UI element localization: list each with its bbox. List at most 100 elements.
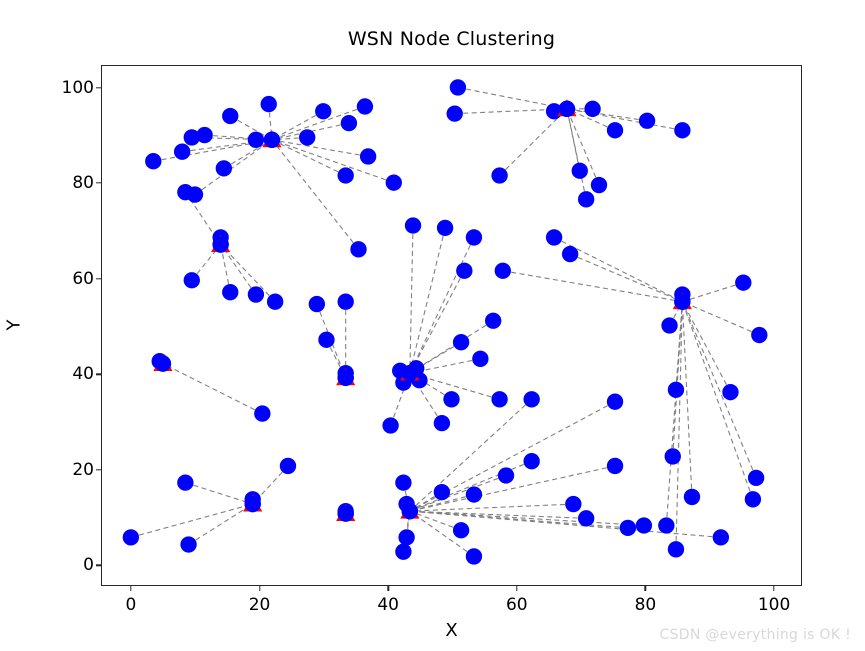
y-tick-label: 80 bbox=[72, 173, 94, 194]
sensor-node bbox=[747, 469, 765, 487]
cluster-link-line bbox=[271, 122, 350, 141]
cluster-link-line bbox=[162, 363, 263, 415]
sensor-node bbox=[465, 486, 483, 503]
x-tick-label: 40 bbox=[377, 595, 400, 615]
sensor-node bbox=[183, 272, 200, 289]
sensor-node bbox=[180, 536, 197, 553]
cluster-link-line bbox=[409, 341, 462, 374]
cluster-link-line bbox=[316, 303, 347, 379]
cluster-link-line bbox=[271, 139, 359, 250]
sensor-node bbox=[356, 98, 374, 115]
cluster-head-node bbox=[558, 100, 576, 118]
y-tick-mark bbox=[96, 182, 102, 184]
cluster-link-line bbox=[409, 510, 587, 519]
sensor-node bbox=[577, 510, 595, 527]
sensor-node bbox=[382, 417, 399, 434]
cluster-link-line bbox=[220, 244, 257, 295]
cluster-link-line bbox=[409, 510, 462, 531]
cluster-link-line bbox=[457, 86, 568, 110]
sensor-node bbox=[350, 241, 367, 258]
sensor-node bbox=[436, 219, 454, 237]
sensor-node bbox=[683, 488, 701, 506]
watermark-text: CSDN @everything is OK ! bbox=[659, 627, 851, 643]
cluster-head-node bbox=[154, 355, 172, 372]
sensor-node bbox=[577, 191, 595, 208]
x-tick-label: 60 bbox=[505, 595, 528, 615]
cluster-link-line bbox=[409, 372, 443, 424]
cluster-link-line bbox=[271, 139, 394, 184]
sensor-node bbox=[658, 517, 675, 534]
cluster-link-line bbox=[681, 301, 757, 479]
cluster-link-line bbox=[409, 270, 465, 374]
x-tick-label: 100 bbox=[757, 595, 791, 615]
sensor-node bbox=[222, 284, 239, 301]
x-tick-mark bbox=[387, 585, 389, 591]
cluster-head-node bbox=[244, 495, 261, 513]
sensor-node bbox=[661, 317, 678, 334]
cluster-link-line bbox=[204, 134, 272, 141]
sensor-node bbox=[667, 381, 685, 398]
sensor-node bbox=[404, 217, 422, 234]
y-tick-label: 40 bbox=[72, 364, 94, 385]
sensor-node bbox=[359, 148, 377, 165]
sensor-node bbox=[433, 483, 451, 501]
sensor-node bbox=[485, 312, 502, 329]
y-tick-label: 20 bbox=[72, 459, 94, 480]
cluster-head-markers bbox=[153, 99, 692, 522]
cluster-head-node bbox=[401, 503, 418, 520]
sensor-node bbox=[494, 262, 511, 279]
sensor-node bbox=[279, 457, 297, 475]
cluster-head-node bbox=[337, 369, 354, 387]
cluster-link-line bbox=[566, 108, 587, 200]
sensor-node bbox=[584, 100, 601, 118]
sensor-node bbox=[315, 103, 332, 120]
cluster-link-line bbox=[409, 491, 443, 512]
sensor-node bbox=[177, 184, 194, 201]
sensor-node bbox=[449, 79, 467, 96]
x-tick-label: 20 bbox=[248, 595, 271, 615]
sensor-node bbox=[606, 393, 624, 410]
cluster-link-line bbox=[499, 108, 568, 176]
sensor-node bbox=[260, 95, 277, 113]
x-tick-label: 80 bbox=[634, 595, 657, 615]
cluster-link-line bbox=[566, 108, 683, 131]
sensor-node bbox=[395, 543, 412, 560]
cluster-link-line bbox=[682, 282, 744, 303]
sensor-node bbox=[465, 229, 483, 246]
cluster-link-line bbox=[153, 139, 273, 162]
sensor-node bbox=[177, 474, 194, 491]
scatter-plot-svg bbox=[122, 79, 768, 565]
sensor-node bbox=[638, 112, 656, 129]
cluster-link-line bbox=[569, 253, 683, 303]
cluster-link-line bbox=[665, 301, 683, 526]
cluster-link-line bbox=[675, 301, 683, 550]
cluster-link-line bbox=[409, 465, 616, 512]
sensor-node bbox=[465, 548, 483, 565]
sensor-node bbox=[254, 405, 271, 422]
cluster-link-line bbox=[409, 225, 414, 374]
cluster-link-line bbox=[681, 301, 754, 500]
cluster-link-line bbox=[681, 301, 693, 497]
sensor-node bbox=[446, 105, 463, 122]
cluster-link-line bbox=[220, 244, 276, 303]
sensor-node bbox=[456, 262, 473, 279]
sensor-node bbox=[337, 293, 354, 310]
cluster-head-node bbox=[401, 364, 418, 382]
cluster-link-line bbox=[682, 301, 760, 336]
sensor-node bbox=[712, 529, 730, 546]
x-tick-mark bbox=[130, 585, 132, 591]
x-tick-mark bbox=[644, 585, 647, 591]
cluster-head-node bbox=[263, 131, 281, 148]
x-tick-mark bbox=[773, 585, 775, 591]
y-tick-mark bbox=[96, 564, 102, 567]
sensor-node bbox=[523, 391, 540, 408]
sensor-node bbox=[196, 126, 213, 144]
x-tick-label: 0 bbox=[125, 595, 137, 615]
cluster-link-line bbox=[409, 401, 616, 512]
cluster-link-line bbox=[130, 503, 253, 538]
y-tick-mark bbox=[96, 86, 102, 89]
y-tick-mark bbox=[96, 469, 102, 471]
sensor-node bbox=[606, 457, 624, 475]
